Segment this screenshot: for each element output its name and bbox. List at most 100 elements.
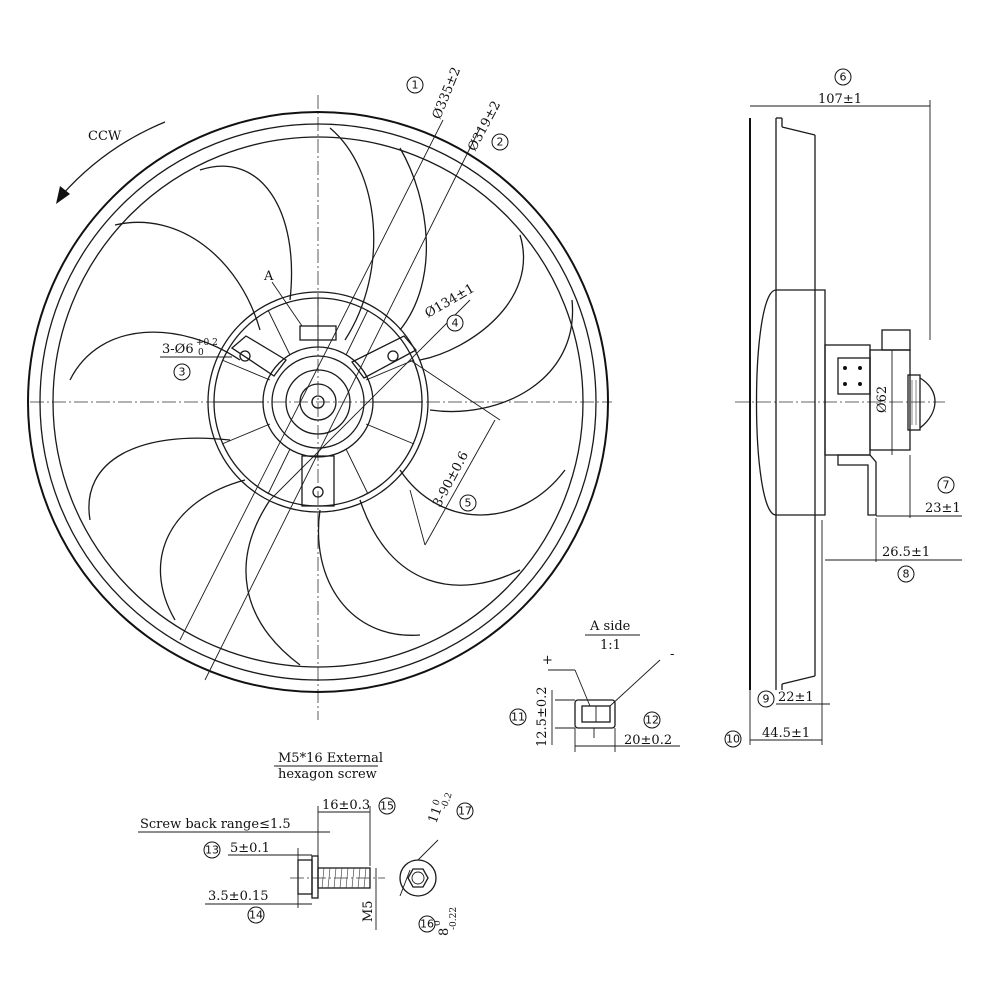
callout-17: 17 xyxy=(456,802,474,820)
svg-text:3: 3 xyxy=(179,366,186,379)
callout-16: 16 xyxy=(418,915,436,933)
spacing-dim-line xyxy=(424,419,496,546)
detail-ref-label: A xyxy=(263,269,274,284)
spacing-ext-1 xyxy=(409,359,501,421)
front-view: A Ø335±2 Ø319±2 Ø134±1 3-90±0.6 3-Ø6 +0.… xyxy=(27,65,612,720)
dim-44-5-label: 44.5±1 xyxy=(762,726,810,741)
callout-7: 7 xyxy=(937,476,955,494)
svg-text:10: 10 xyxy=(726,733,740,746)
side-connector xyxy=(881,329,911,351)
plus-label: + xyxy=(542,653,553,668)
across-flats-lower: -0.2 xyxy=(439,791,454,811)
mount-hole-left xyxy=(239,350,251,362)
callout-3: 3 xyxy=(173,363,191,381)
mount-hole-right xyxy=(387,350,399,362)
svg-text:12: 12 xyxy=(645,714,659,727)
hex-lower: -0.22 xyxy=(449,907,459,930)
callout-10: 10 xyxy=(724,730,742,748)
screw-length-label: 16±0.3 xyxy=(322,798,370,813)
hub-outer-ring xyxy=(207,291,429,513)
dim-23-label: 23±1 xyxy=(925,501,961,516)
mount-arm-left xyxy=(230,335,287,377)
lower-bracket xyxy=(837,454,877,516)
svg-text:17: 17 xyxy=(458,805,472,818)
svg-text:15: 15 xyxy=(380,800,394,813)
outer-shroud-ring xyxy=(27,111,609,693)
screw-title-line1: M5*16 External xyxy=(278,751,383,766)
screw-flange-label: 3.5±0.15 xyxy=(208,889,269,904)
callout-12: 12 xyxy=(643,711,661,729)
motor-dia-label: Ø62 xyxy=(875,386,890,413)
svg-text:2: 2 xyxy=(497,136,504,149)
minus-label: - xyxy=(670,647,674,662)
screw-back-range-label: Screw back range≤1.5 xyxy=(140,817,291,832)
fan-blades xyxy=(69,127,574,666)
a-side-detail: A side 1:1 + - 12.5±0.2 20±0.2 xyxy=(535,619,680,752)
mounting-arms xyxy=(230,335,418,507)
motor-bracket-plate xyxy=(837,357,871,395)
callout-2: 2 xyxy=(491,133,509,151)
callout-13: 13 xyxy=(203,841,221,859)
screw-title-line2: hexagon screw xyxy=(278,767,377,782)
screw-end-hex xyxy=(407,868,429,888)
connector-a xyxy=(299,325,337,341)
mount-hole-bottom xyxy=(312,486,324,498)
svg-text:9: 9 xyxy=(763,693,770,706)
screw-flange xyxy=(311,855,319,899)
motor-ring xyxy=(271,355,365,449)
screw-end-outer xyxy=(399,859,437,897)
holes-tol-upper: +0.2 xyxy=(196,338,218,348)
fan-blade-tip-circle xyxy=(52,136,584,668)
holes-tol-lower: 0 xyxy=(198,348,204,358)
side-view: 107±1 Ø62 23±1 26.5±1 22±1 44.5±1 xyxy=(735,92,962,745)
a-side-height-label: 12.5±0.2 xyxy=(535,686,550,747)
svg-text:4: 4 xyxy=(452,317,459,330)
mount-arm-bottom xyxy=(301,455,335,507)
a-side-width-label: 20±0.2 xyxy=(624,733,672,748)
svg-text:11: 11 xyxy=(511,711,525,724)
inner-shroud-ring xyxy=(39,123,597,681)
motor-knob xyxy=(907,374,921,431)
motor-body xyxy=(824,344,871,456)
hex-upper: 0 xyxy=(433,920,443,926)
callout-8: 8 xyxy=(897,565,915,583)
callout-5: 5 xyxy=(459,494,477,512)
svg-text:6: 6 xyxy=(840,71,847,84)
dim-26-5-label: 26.5±1 xyxy=(882,545,930,560)
holes-main-label: 3-Ø6 xyxy=(162,342,194,357)
svg-text:5: 5 xyxy=(465,497,472,510)
d-hub-leader xyxy=(269,299,471,501)
rotation-label: CCW xyxy=(88,129,122,144)
depth-total-label: 107±1 xyxy=(818,92,862,107)
ccw-arrow-arc xyxy=(61,121,166,196)
callout-6: 6 xyxy=(834,68,852,86)
d-outer-leader xyxy=(179,119,444,641)
motor-housing xyxy=(755,289,826,516)
svg-text:8: 8 xyxy=(903,568,910,581)
svg-text:13: 13 xyxy=(205,844,219,857)
across-flats-main: 11 xyxy=(426,805,446,826)
screw-detail: M5*16 External hexagon screw 16±0.3 Scre… xyxy=(138,751,459,936)
connector-outline xyxy=(574,699,616,729)
a-side-title: A side xyxy=(589,619,631,634)
dim-22-label: 22±1 xyxy=(778,690,814,705)
callout-14: 14 xyxy=(247,906,265,924)
callout-15: 15 xyxy=(378,797,396,815)
callout-1: 1 xyxy=(406,76,424,94)
hub-spokes xyxy=(214,298,422,495)
callout-11: 11 xyxy=(509,708,527,726)
screw-head xyxy=(297,859,313,895)
hex-main: 8 xyxy=(437,928,452,936)
svg-text:1: 1 xyxy=(412,79,419,92)
motor-ring-inner xyxy=(285,369,351,435)
svg-text:16: 16 xyxy=(420,918,434,931)
across-flats-upper: 0 xyxy=(431,798,442,807)
d-inner-leader xyxy=(204,127,481,681)
a-side-scale: 1:1 xyxy=(600,638,621,653)
mount-arm-right xyxy=(351,335,418,379)
callout-4: 4 xyxy=(446,314,464,332)
svg-text:7: 7 xyxy=(943,479,950,492)
callout-9: 9 xyxy=(757,690,775,708)
screw-head-len-label: 5±0.1 xyxy=(230,841,270,856)
